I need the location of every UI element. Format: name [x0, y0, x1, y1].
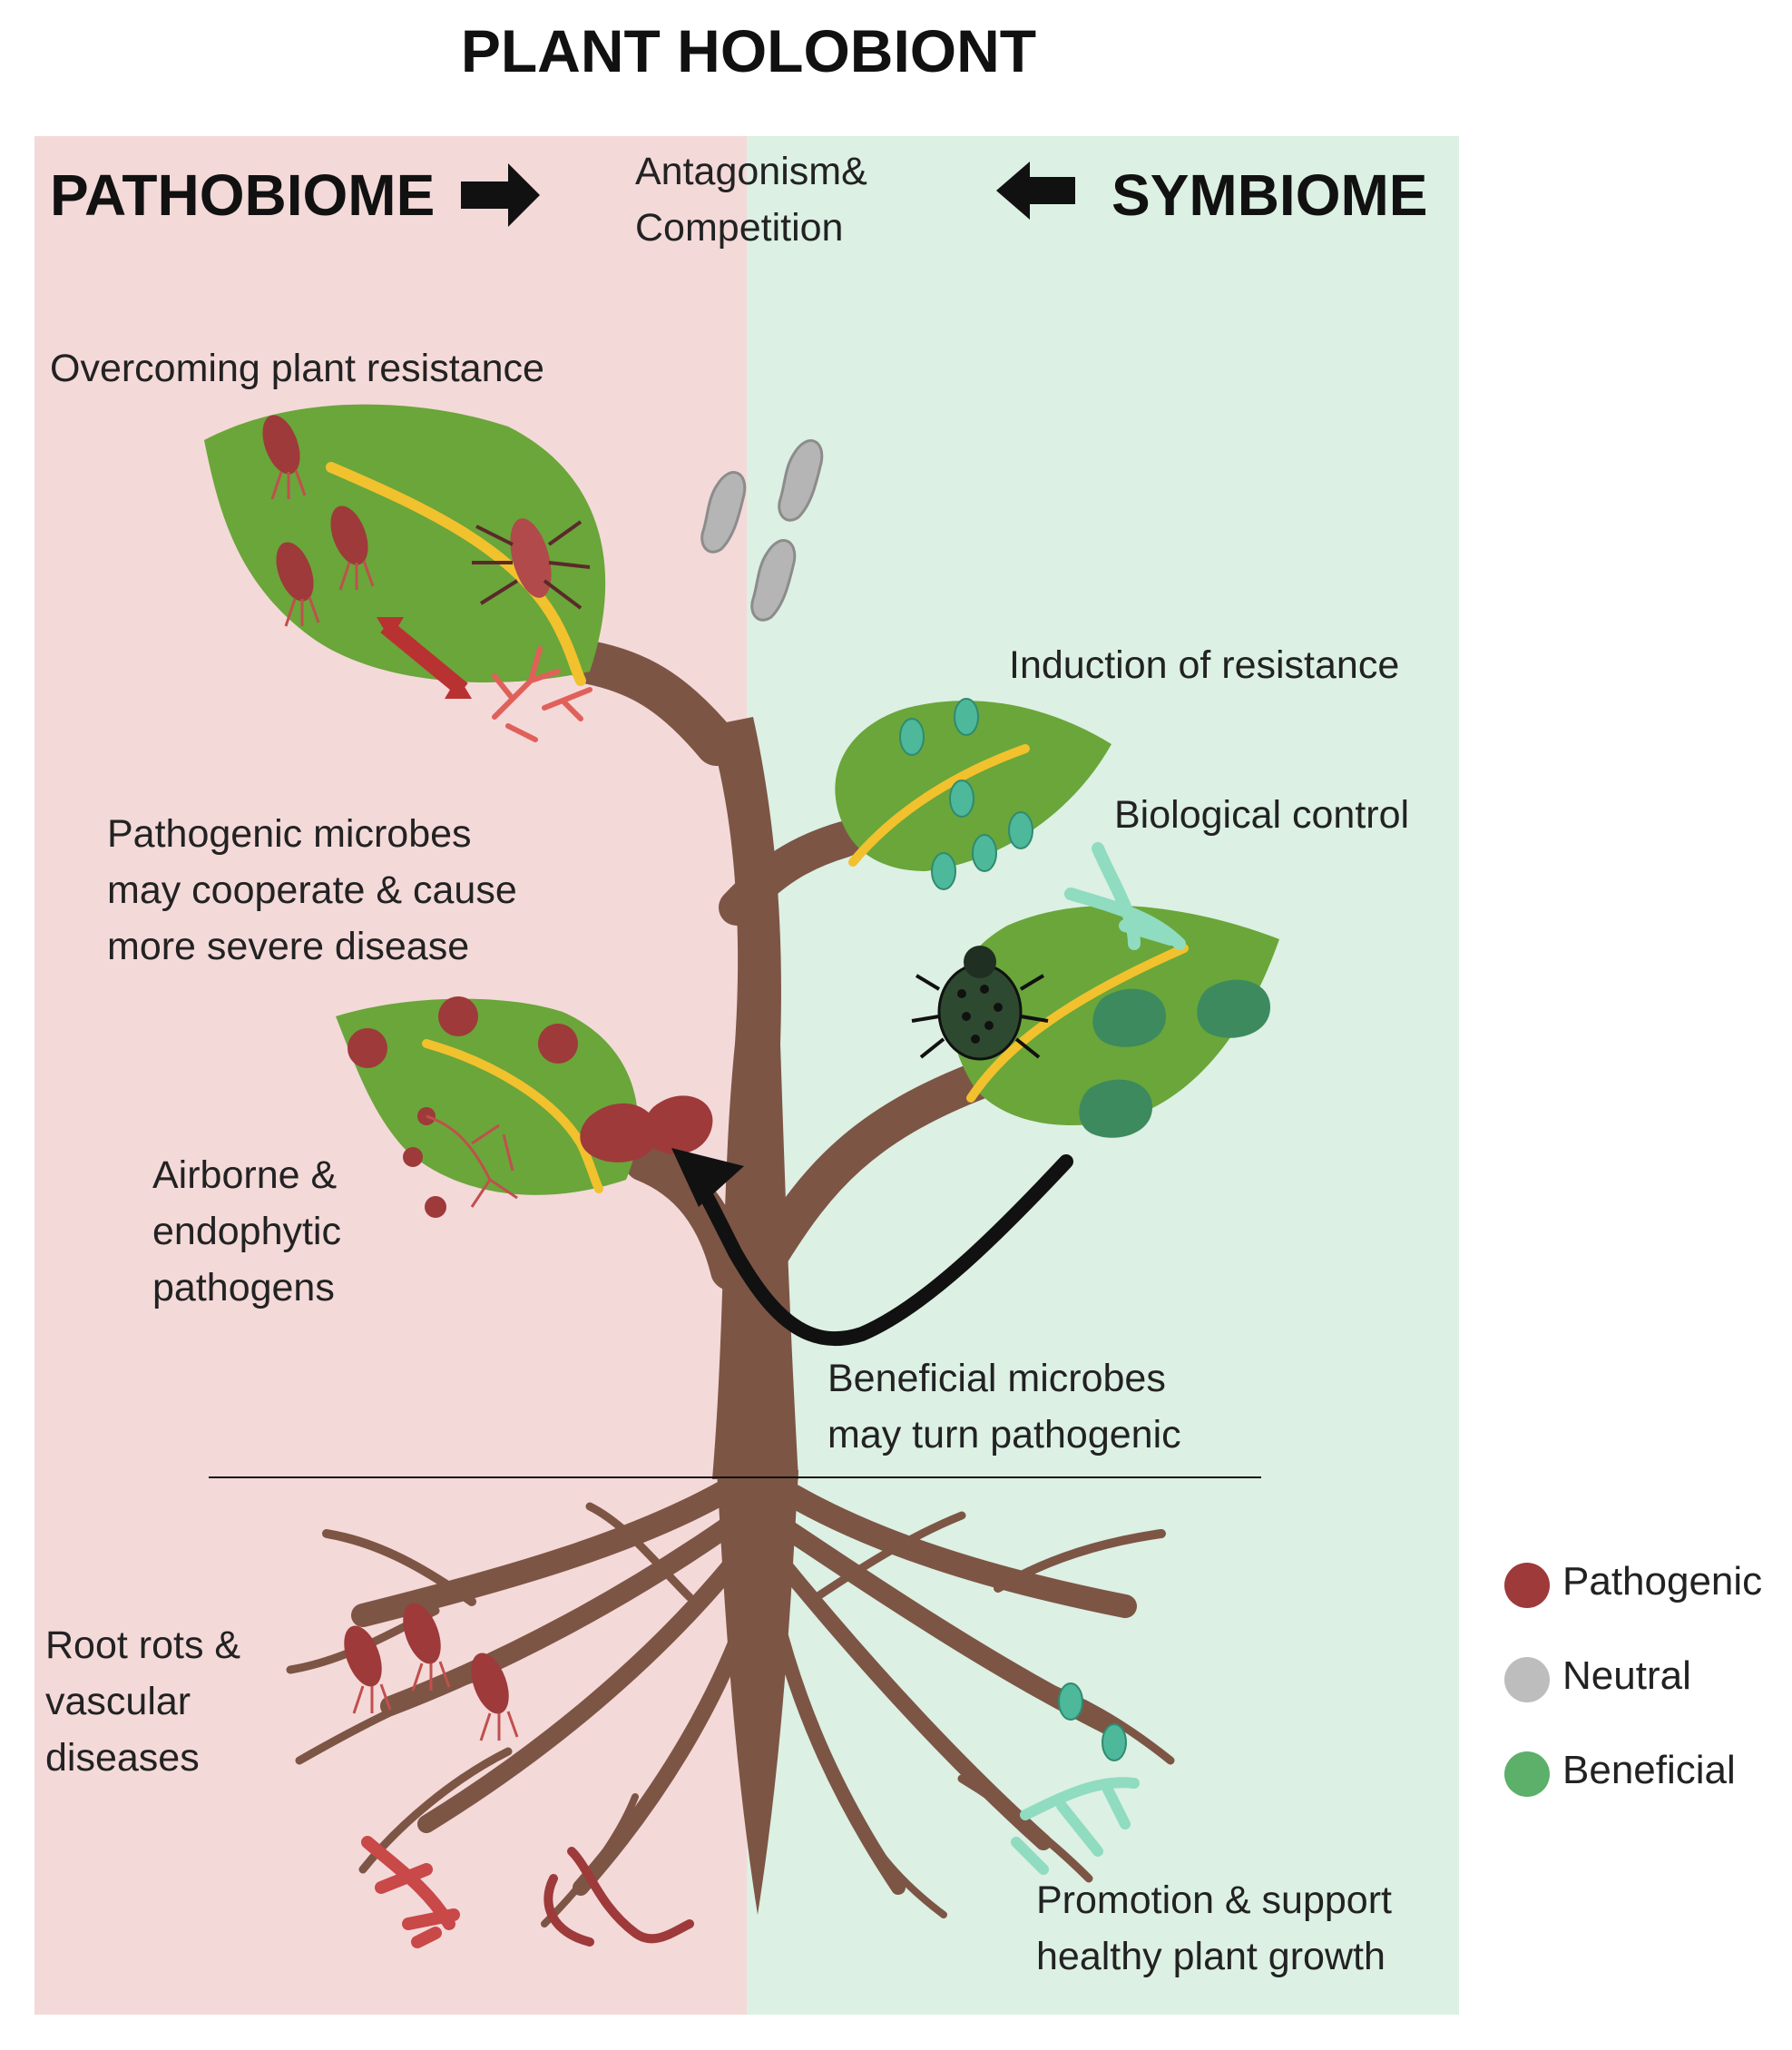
legend-neutral-dot — [1504, 1657, 1550, 1702]
root-nematodes — [543, 1847, 694, 1947]
symbiome-heading: SYMBIOME — [1111, 162, 1428, 228]
legend-beneficial-dot — [1504, 1751, 1550, 1797]
curved-arrow — [671, 1148, 1073, 1347]
pathobiome-heading: PATHOBIOME — [50, 162, 436, 228]
antagonism-competition-label: Antagonism& Competition — [635, 150, 867, 250]
roots — [286, 1476, 1175, 1927]
legend-pathogenic-dot — [1504, 1563, 1550, 1608]
pathogenic-fungus-leaf-base — [492, 646, 592, 742]
endophytic-hyphae — [426, 1114, 518, 1208]
overcoming-resistance-label: Overcoming plant resistance — [50, 347, 544, 390]
cooperation-label: Pathogenic microbes may cooperate & caus… — [107, 812, 517, 968]
legend-pathogenic-label: Pathogenic — [1562, 1559, 1763, 1604]
root-pathogenic-bacteria — [344, 1603, 519, 1741]
beneficial-fungi-leaf — [1079, 979, 1270, 1138]
neutral-microbes — [700, 439, 824, 622]
insect-pest — [472, 518, 591, 610]
pathogenic-spots — [348, 996, 713, 1218]
page-title: PLANT HOLOBIONT — [460, 17, 1037, 84]
airborne-pathogens-label: Airborne & endophytic pathogens — [152, 1153, 341, 1309]
induction-resistance-label: Induction of resistance — [1009, 643, 1400, 687]
root-beneficial-hyphae — [1011, 1777, 1140, 1875]
pathobiome-arrow — [461, 163, 540, 227]
symbiome-arrow — [996, 162, 1075, 220]
beneficial-turn-pathogenic-label: Beneficial microbes may turn pathogenic — [827, 1357, 1181, 1457]
root-beneficial-bacteria — [1058, 1682, 1127, 1761]
legend-beneficial-label: Beneficial — [1562, 1748, 1736, 1792]
legend-neutral-label: Neutral — [1562, 1653, 1691, 1698]
red-double-arrow — [377, 617, 472, 699]
beneficial-bacteria-leaf — [899, 698, 1033, 890]
promotion-growth-label: Promotion & support healthy plant growth — [1036, 1878, 1392, 1978]
pathogenic-bacteria-leaf — [262, 415, 375, 627]
root-rots-label: Root rots & vascular diseases — [45, 1623, 241, 1780]
biological-control-label: Biological control — [1114, 793, 1410, 837]
taproot — [717, 1470, 798, 1915]
beneficial-hyphae-leaf — [1064, 842, 1186, 950]
ladybird-beetle — [911, 946, 1049, 1061]
root-pathogenic-fungus — [361, 1836, 460, 1948]
